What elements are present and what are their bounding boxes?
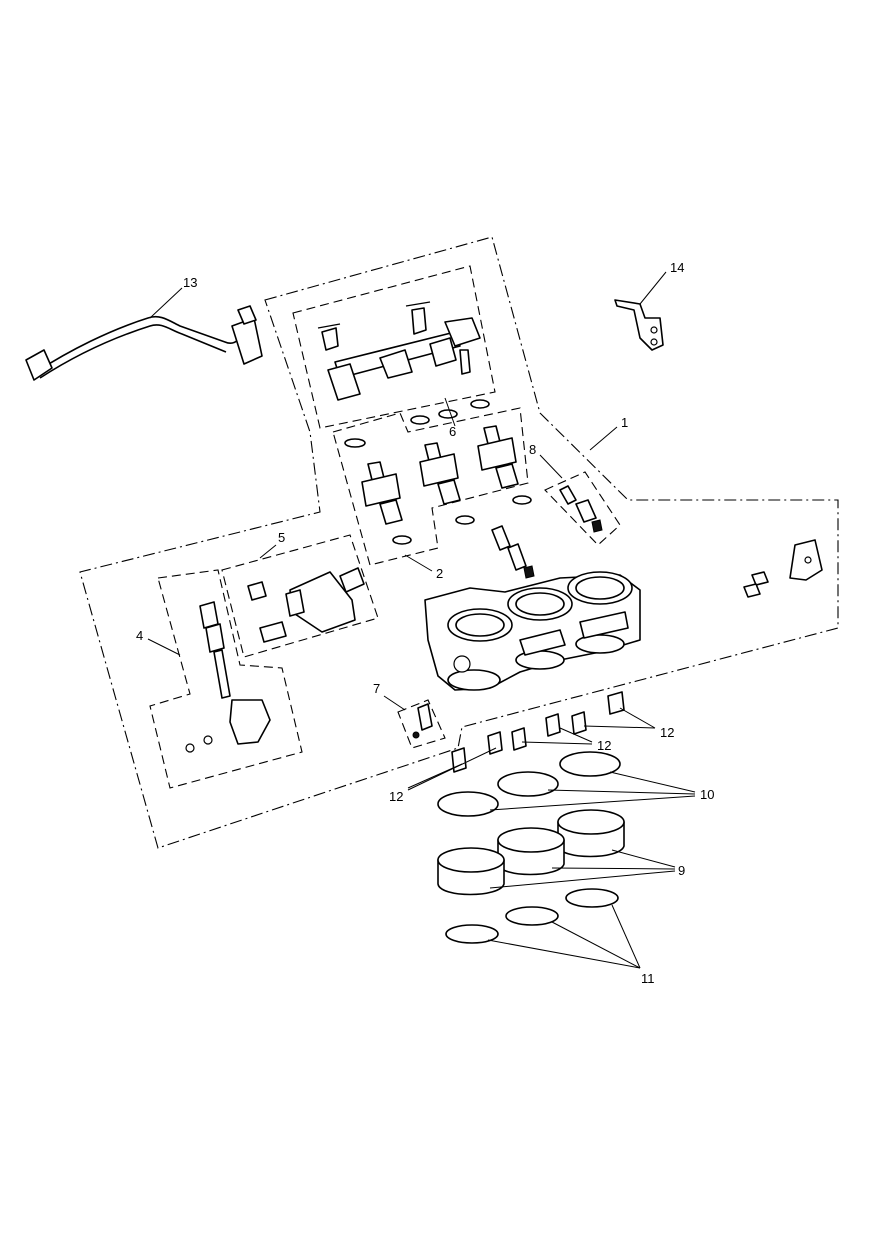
callout-1: 1 xyxy=(621,415,628,430)
callout-11: 11 xyxy=(641,971,655,986)
fuel-rail-group xyxy=(292,265,496,429)
fuel-hose xyxy=(25,305,263,381)
leader-lines xyxy=(147,271,696,969)
intake-boots xyxy=(437,809,625,896)
callout-2: 2 xyxy=(436,566,443,581)
throttle-position-sensor xyxy=(185,601,271,753)
sensor-group-boundary xyxy=(149,569,303,789)
screw-group-7 xyxy=(397,699,446,749)
o-rings-top xyxy=(344,399,490,448)
bracket xyxy=(614,299,664,351)
callout-13: 13 xyxy=(183,275,197,290)
callout-6: 6 xyxy=(449,424,456,439)
o-rings-lower xyxy=(392,495,532,545)
callout-12-middle: 12 xyxy=(597,738,611,753)
gaskets xyxy=(445,888,619,944)
callout-14: 14 xyxy=(670,260,684,275)
callout-10: 10 xyxy=(700,787,714,802)
callout-9: 9 xyxy=(678,863,685,878)
screw-group-8 xyxy=(544,471,621,546)
callout-4: 4 xyxy=(136,628,143,643)
callout-5: 5 xyxy=(278,530,285,545)
stepper-motor-group xyxy=(221,534,379,658)
screws xyxy=(451,691,625,773)
hose-clamps xyxy=(437,751,621,817)
callout-8: 8 xyxy=(529,442,536,457)
right-bracket xyxy=(743,539,823,598)
group-8-parts xyxy=(559,485,603,533)
callout-7: 7 xyxy=(373,681,380,696)
callout-12-right: 12 xyxy=(660,725,674,740)
callout-labels: 1 2 4 5 6 7 8 9 10 11 12 12 12 13 14 xyxy=(136,260,714,986)
throttle-body-assembly xyxy=(424,571,641,691)
fuel-rail xyxy=(317,301,481,401)
group-7-part xyxy=(412,703,433,739)
screw-and-spring xyxy=(491,525,535,579)
assembly-boundary xyxy=(79,236,839,849)
injector-group-boundary xyxy=(332,407,529,566)
fuel-injectors xyxy=(361,425,519,525)
callout-12-left: 12 xyxy=(389,789,403,804)
stepper-motor xyxy=(247,567,365,643)
